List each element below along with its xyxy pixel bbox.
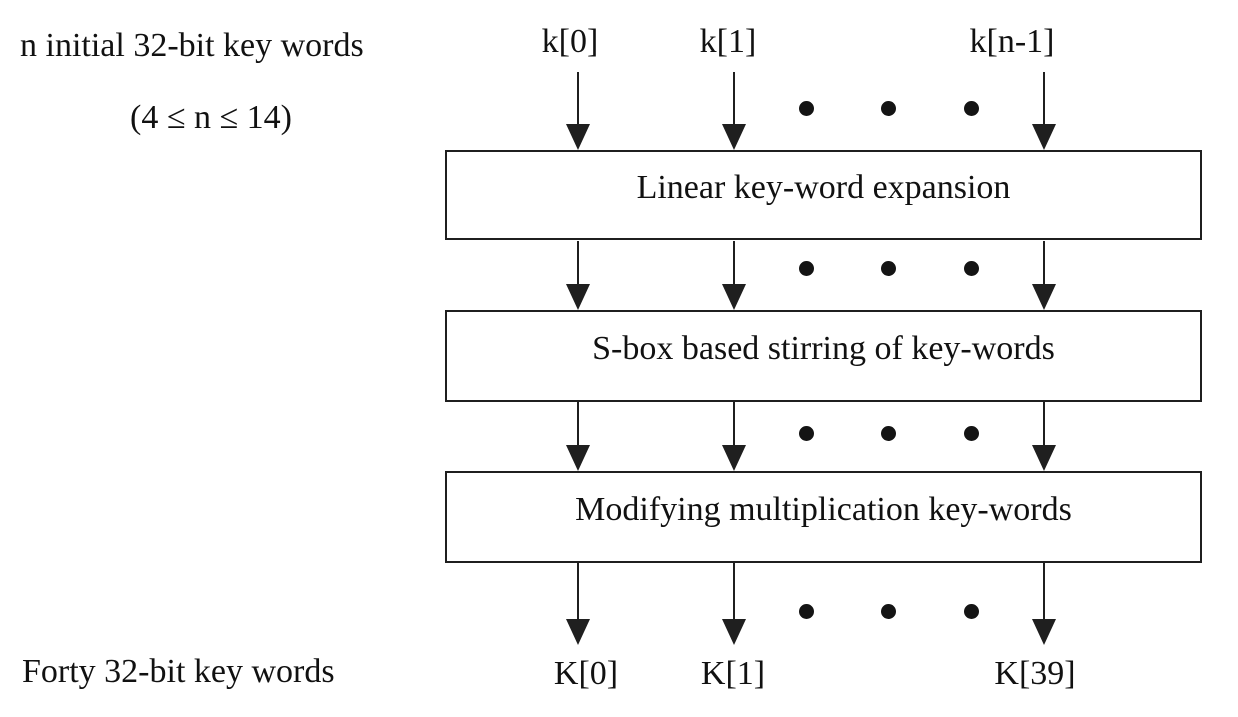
stage-box-multiplication-modify: Modifying multiplication key-words xyxy=(445,471,1202,563)
ellipsis-dot xyxy=(799,261,814,276)
stage-box-sbox-stirring: S-box based stirring of key-words xyxy=(445,310,1202,402)
down-arrow-icon xyxy=(722,72,746,150)
ellipsis-dot xyxy=(881,426,896,441)
ellipsis-dot xyxy=(799,426,814,441)
stage-label-sbox-stirring: S-box based stirring of key-words xyxy=(592,330,1055,367)
input-count-label: n initial 32-bit key words xyxy=(20,27,364,64)
ellipsis-dot xyxy=(881,604,896,619)
down-arrow-icon xyxy=(722,241,746,310)
down-arrow-icon xyxy=(566,563,590,645)
ellipsis-dot xyxy=(964,261,979,276)
n-range-label: (4 ≤ n ≤ 14) xyxy=(130,99,292,136)
down-arrow-icon xyxy=(566,241,590,310)
input-label-kn1: k[n-1] xyxy=(969,23,1055,60)
stage-box-linear-expansion: Linear key-word expansion xyxy=(445,150,1202,240)
stage-label-linear-expansion: Linear key-word expansion xyxy=(636,169,1011,206)
output-label-K39: K[39] xyxy=(994,655,1076,692)
down-arrow-icon xyxy=(1032,563,1056,645)
down-arrow-icon xyxy=(566,402,590,471)
down-arrow-icon xyxy=(1032,72,1056,150)
ellipsis-dot xyxy=(881,101,896,116)
down-arrow-icon xyxy=(1032,402,1056,471)
down-arrow-icon xyxy=(1032,241,1056,310)
ellipsis-dot xyxy=(799,604,814,619)
ellipsis-dot xyxy=(964,426,979,441)
input-label-k1: k[1] xyxy=(699,23,757,60)
down-arrow-icon xyxy=(722,402,746,471)
output-label-K0: K[0] xyxy=(553,655,619,692)
stage-label-multiplication-modify: Modifying multiplication key-words xyxy=(575,491,1072,528)
ellipsis-dot xyxy=(964,604,979,619)
ellipsis-dot xyxy=(799,101,814,116)
output-label-K1: K[1] xyxy=(700,655,766,692)
down-arrow-icon xyxy=(566,72,590,150)
input-label-k0: k[0] xyxy=(541,23,599,60)
output-count-label: Forty 32-bit key words xyxy=(22,653,335,690)
ellipsis-dot xyxy=(881,261,896,276)
ellipsis-dot xyxy=(964,101,979,116)
down-arrow-icon xyxy=(722,563,746,645)
